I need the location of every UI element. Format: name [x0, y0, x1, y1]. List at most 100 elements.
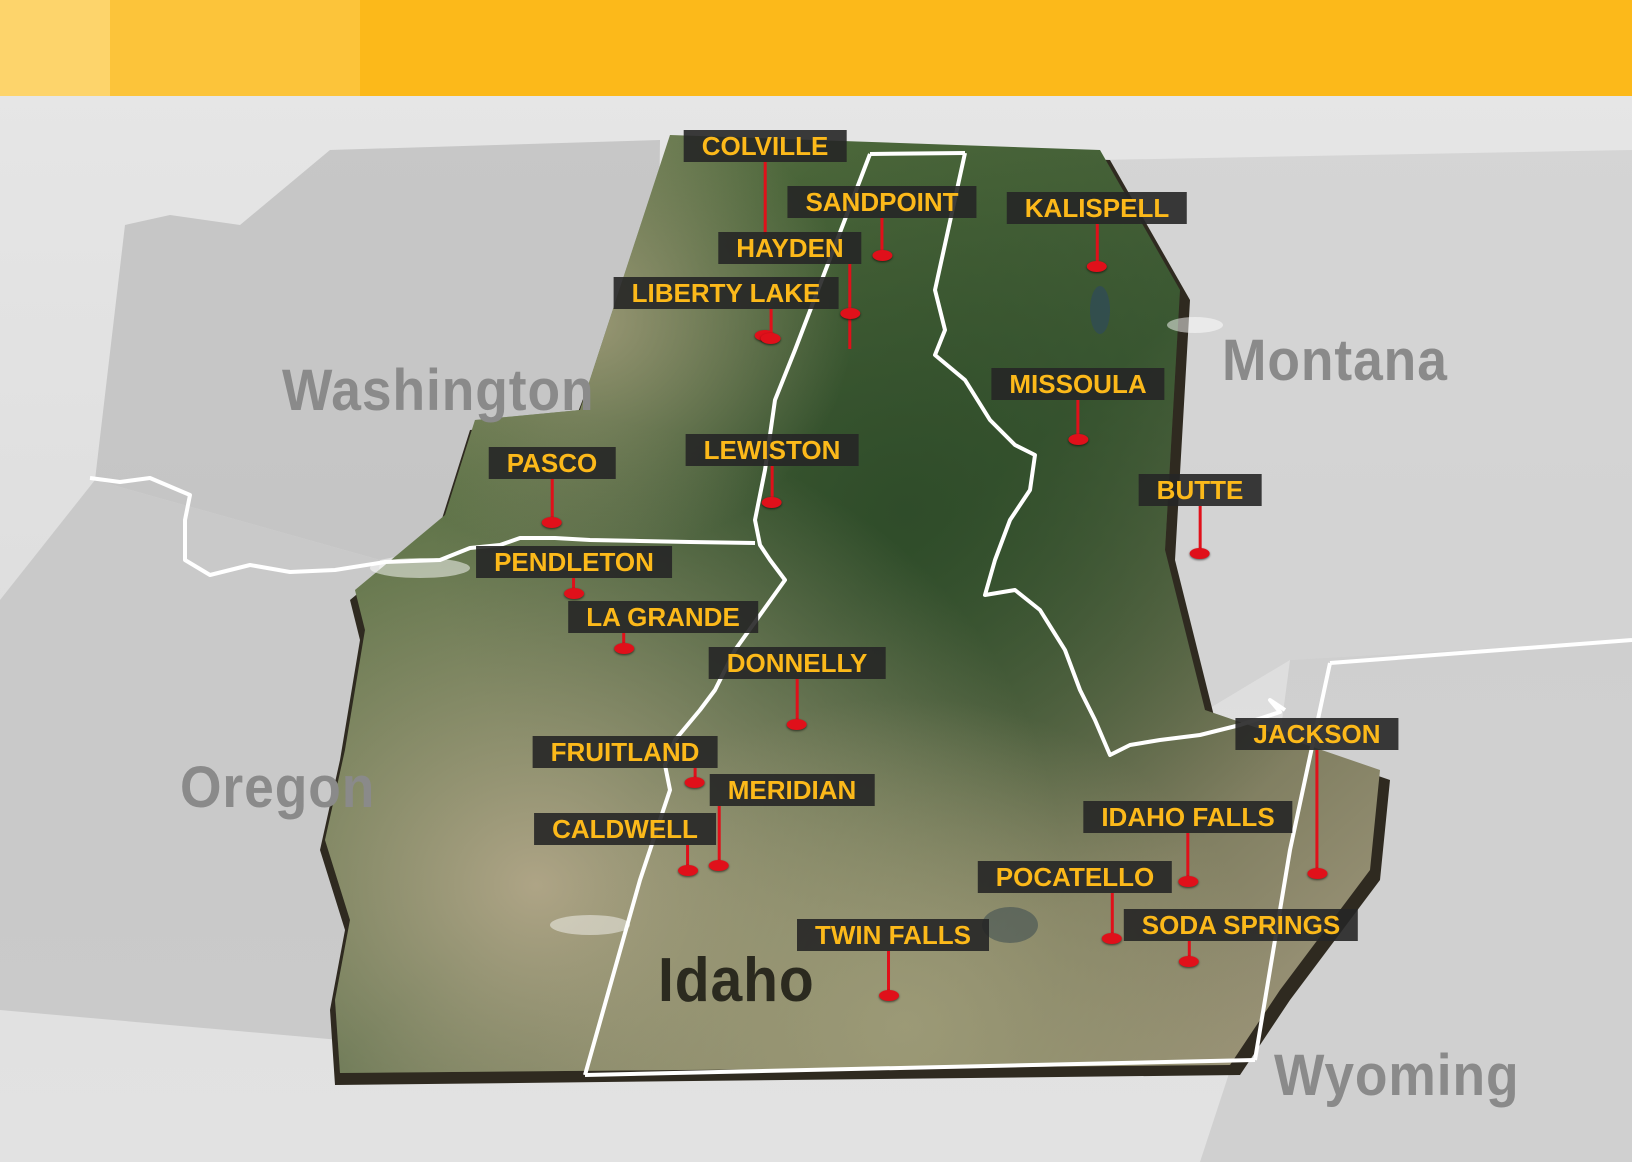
- city-marker-butte[interactable]: BUTTE: [1138, 474, 1262, 559]
- lake-flathead: [1090, 286, 1110, 334]
- banner-segment-light: [0, 0, 110, 96]
- pin-stem: [1095, 224, 1099, 262]
- city-label: COLVILLE: [683, 130, 847, 162]
- border-washington-oregon: [89, 476, 756, 577]
- pin-stem: [572, 578, 576, 592]
- city-label: MISSOULA: [991, 368, 1165, 400]
- city-marker-meridian[interactable]: MERIDIAN: [709, 774, 875, 871]
- city-marker-soda-springs[interactable]: SODA SPRINGS: [1123, 909, 1359, 967]
- city-label: HAYDEN: [718, 232, 862, 264]
- pin-stem: [880, 218, 884, 251]
- city-label: SODA SPRINGS: [1123, 909, 1359, 941]
- city-marker-caldwell[interactable]: CALDWELL: [534, 813, 716, 876]
- pin-icon: [1306, 868, 1327, 879]
- pin-icon: [1189, 548, 1210, 559]
- pin-stem: [1315, 750, 1319, 870]
- pin-stem: [686, 845, 690, 867]
- pin-icon: [542, 517, 562, 528]
- city-label: KALISPELL: [1006, 192, 1188, 224]
- city-marker-twin-falls[interactable]: TWIN FALLS: [797, 919, 989, 1001]
- city-label: LA GRANDE: [568, 601, 758, 633]
- city-marker-hayden[interactable]: HAYDEN: [718, 232, 862, 349]
- pin-stem: [770, 466, 774, 498]
- cloud-montana: [1167, 317, 1223, 333]
- city-marker-lewiston[interactable]: LEWISTON: [685, 434, 859, 508]
- top-banner: [0, 0, 1632, 96]
- city-marker-sandpoint[interactable]: SANDPOINT: [787, 186, 977, 261]
- pin-icon: [1086, 261, 1107, 272]
- pin-stem: [550, 479, 554, 519]
- city-label: CALDWELL: [534, 813, 716, 845]
- pin-stem: [887, 951, 891, 991]
- reservoir-american-falls: [982, 907, 1038, 943]
- city-label: PENDLETON: [476, 546, 672, 578]
- montana-region: [1100, 150, 1632, 720]
- city-label: FRUITLAND: [532, 736, 718, 768]
- city-label: MERIDIAN: [709, 774, 875, 806]
- pin-icon: [677, 865, 698, 876]
- city-marker-pendleton[interactable]: PENDLETON: [476, 546, 672, 599]
- city-label: PASCO: [488, 447, 616, 479]
- pin-stem: [1076, 400, 1080, 435]
- city-marker-donnelly[interactable]: DONNELLY: [708, 647, 886, 730]
- city-label: IDAHO FALLS: [1083, 801, 1293, 833]
- banner-segment-mid: [110, 0, 360, 96]
- pin-icon: [614, 643, 634, 654]
- pin-stem: [1110, 893, 1114, 936]
- state-label-montana: Montana: [1222, 328, 1448, 393]
- pin-icon: [709, 860, 729, 871]
- city-label: TWIN FALLS: [797, 919, 989, 951]
- border-idaho-south: [584, 1058, 1256, 1077]
- cloud-columbia: [370, 558, 470, 578]
- city-marker-la-grande[interactable]: LA GRANDE: [568, 601, 758, 654]
- pin-icon: [787, 719, 807, 730]
- pin-stem: [1186, 833, 1190, 879]
- city-marker-missoula[interactable]: MISSOULA: [991, 368, 1165, 445]
- pin-icon: [760, 333, 781, 344]
- border-idaho-north: [869, 151, 966, 156]
- pin-stem: [622, 633, 626, 647]
- pin-icon: [840, 308, 860, 319]
- city-marker-jackson[interactable]: JACKSON: [1235, 718, 1399, 879]
- city-marker-colville[interactable]: COLVILLE: [683, 130, 847, 341]
- pin-icon: [1102, 933, 1122, 944]
- city-label: JACKSON: [1235, 718, 1399, 750]
- state-borders: [89, 151, 1632, 1077]
- city-label: SANDPOINT: [787, 186, 977, 218]
- pin-stem: [1187, 941, 1191, 959]
- pin-stem: [693, 768, 697, 782]
- pin-icon: [878, 990, 899, 1001]
- oregon-region: [0, 480, 380, 1040]
- city-label: DONNELLY: [708, 647, 886, 679]
- pin-icon: [1067, 434, 1088, 445]
- city-marker-fruitland[interactable]: FRUITLAND: [532, 736, 718, 788]
- state-label-washington: Washington: [282, 358, 595, 423]
- pin-icon: [872, 250, 892, 261]
- cloud-snake-river: [550, 915, 630, 935]
- border-wyoming-montana: [1329, 638, 1632, 665]
- state-label-oregon: Oregon: [180, 755, 376, 820]
- city-label: LIBERTY LAKE: [613, 277, 839, 309]
- state-label-idaho: Idaho: [658, 946, 815, 1015]
- pin-stem: [795, 679, 799, 721]
- city-marker-liberty-lake[interactable]: LIBERTY LAKE: [613, 277, 839, 344]
- city-marker-kalispell[interactable]: KALISPELL: [1006, 192, 1188, 272]
- city-label: BUTTE: [1138, 474, 1262, 506]
- pin-stem: [763, 162, 767, 235]
- city-marker-idaho-falls[interactable]: IDAHO FALLS: [1083, 801, 1293, 887]
- border-idaho-montana: [933, 152, 1287, 757]
- pin-icon: [1178, 876, 1198, 887]
- city-marker-pocatello[interactable]: POCATELLO: [977, 861, 1173, 944]
- pin-icon: [762, 497, 782, 508]
- city-label: POCATELLO: [977, 861, 1173, 893]
- pin-stem: [717, 806, 721, 861]
- pin-stem: [848, 264, 852, 349]
- pin-stem: [769, 309, 773, 335]
- city-marker-pasco[interactable]: PASCO: [488, 447, 616, 528]
- pin-stem: [1198, 506, 1202, 550]
- pin-icon: [1179, 956, 1199, 967]
- state-label-wyoming: Wyoming: [1274, 1043, 1520, 1108]
- pin-icon: [564, 588, 584, 599]
- pin-icon: [684, 777, 705, 788]
